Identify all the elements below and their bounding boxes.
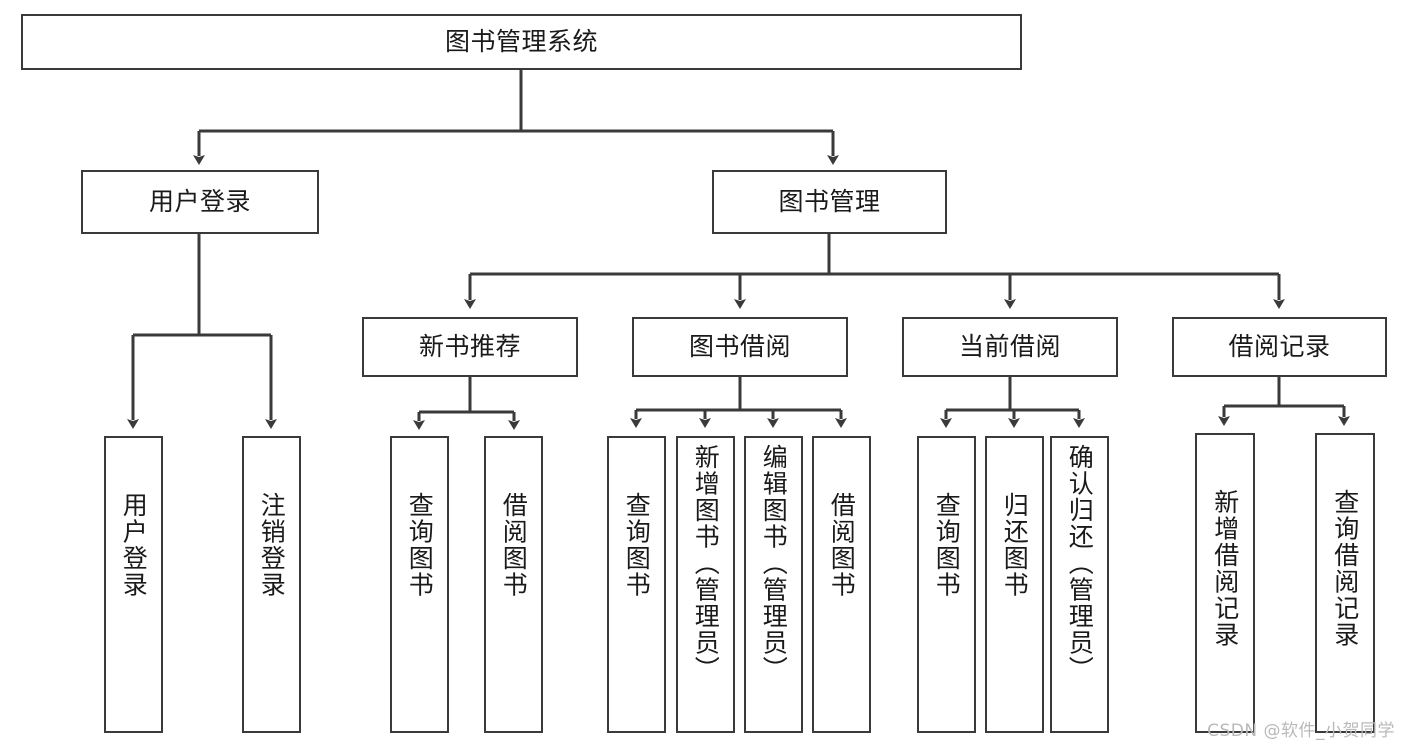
node-label: 归还图书: [1000, 492, 1030, 598]
node-leaf-query-borrow-record[interactable]: 查询借阅记录: [1315, 433, 1375, 733]
node-label: 查询图书: [405, 492, 435, 598]
node-root-system[interactable]: 图书管理系统: [21, 14, 1022, 70]
node-label: 借阅图书: [827, 492, 857, 598]
node-label: 图书借阅: [688, 332, 791, 361]
node-borrow-record[interactable]: 借阅记录: [1172, 317, 1387, 377]
node-leaf-add-borrow-record[interactable]: 新增借阅记录: [1195, 433, 1255, 733]
node-user-login[interactable]: 用户登录: [81, 170, 319, 234]
node-leaf-borrow-book[interactable]: 借阅图书: [812, 436, 871, 733]
node-label: 借阅图书: [499, 492, 529, 598]
node-current-borrow[interactable]: 当前借阅: [902, 317, 1118, 377]
node-leaf-logout[interactable]: 注销登录: [242, 436, 301, 733]
node-book-management[interactable]: 图书管理: [712, 170, 947, 234]
node-label: 图书管理: [778, 187, 881, 216]
node-label: 新增图书（管理员）: [691, 444, 721, 683]
node-book-borrow[interactable]: 图书借阅: [632, 317, 848, 377]
csdn-watermark: CSDN @软件_小贺同学: [1207, 721, 1395, 741]
node-leaf-query-book-borrow[interactable]: 查询图书: [607, 436, 666, 733]
node-leaf-confirm-return-admin[interactable]: 确认归还（管理员）: [1050, 436, 1109, 733]
node-label: 确认归还（管理员）: [1065, 444, 1095, 683]
node-label: 新书推荐: [418, 332, 521, 361]
node-label: 查询图书: [622, 492, 652, 598]
node-new-book-recommend[interactable]: 新书推荐: [362, 317, 578, 377]
node-label: 查询图书: [932, 492, 962, 598]
node-leaf-edit-book-admin[interactable]: 编辑图书（管理员）: [744, 436, 803, 733]
node-leaf-user-login[interactable]: 用户登录: [104, 436, 163, 733]
node-leaf-return-book[interactable]: 归还图书: [985, 436, 1044, 733]
node-leaf-borrow-book-recommend[interactable]: 借阅图书: [484, 436, 543, 733]
node-label: 借阅记录: [1228, 332, 1331, 361]
node-label: 用户登录: [148, 187, 251, 216]
node-label: 查询借阅记录: [1330, 489, 1360, 648]
node-label: 图书管理系统: [444, 27, 598, 56]
node-leaf-query-book-recommend[interactable]: 查询图书: [390, 436, 449, 733]
node-leaf-query-book-current[interactable]: 查询图书: [917, 436, 976, 733]
node-leaf-add-book-admin[interactable]: 新增图书（管理员）: [676, 436, 735, 733]
node-label: 当前借阅: [958, 332, 1061, 361]
node-label: 注销登录: [257, 492, 287, 598]
node-label: 编辑图书（管理员）: [759, 444, 789, 683]
node-label: 新增借阅记录: [1210, 489, 1240, 648]
node-label: 用户登录: [119, 492, 149, 598]
